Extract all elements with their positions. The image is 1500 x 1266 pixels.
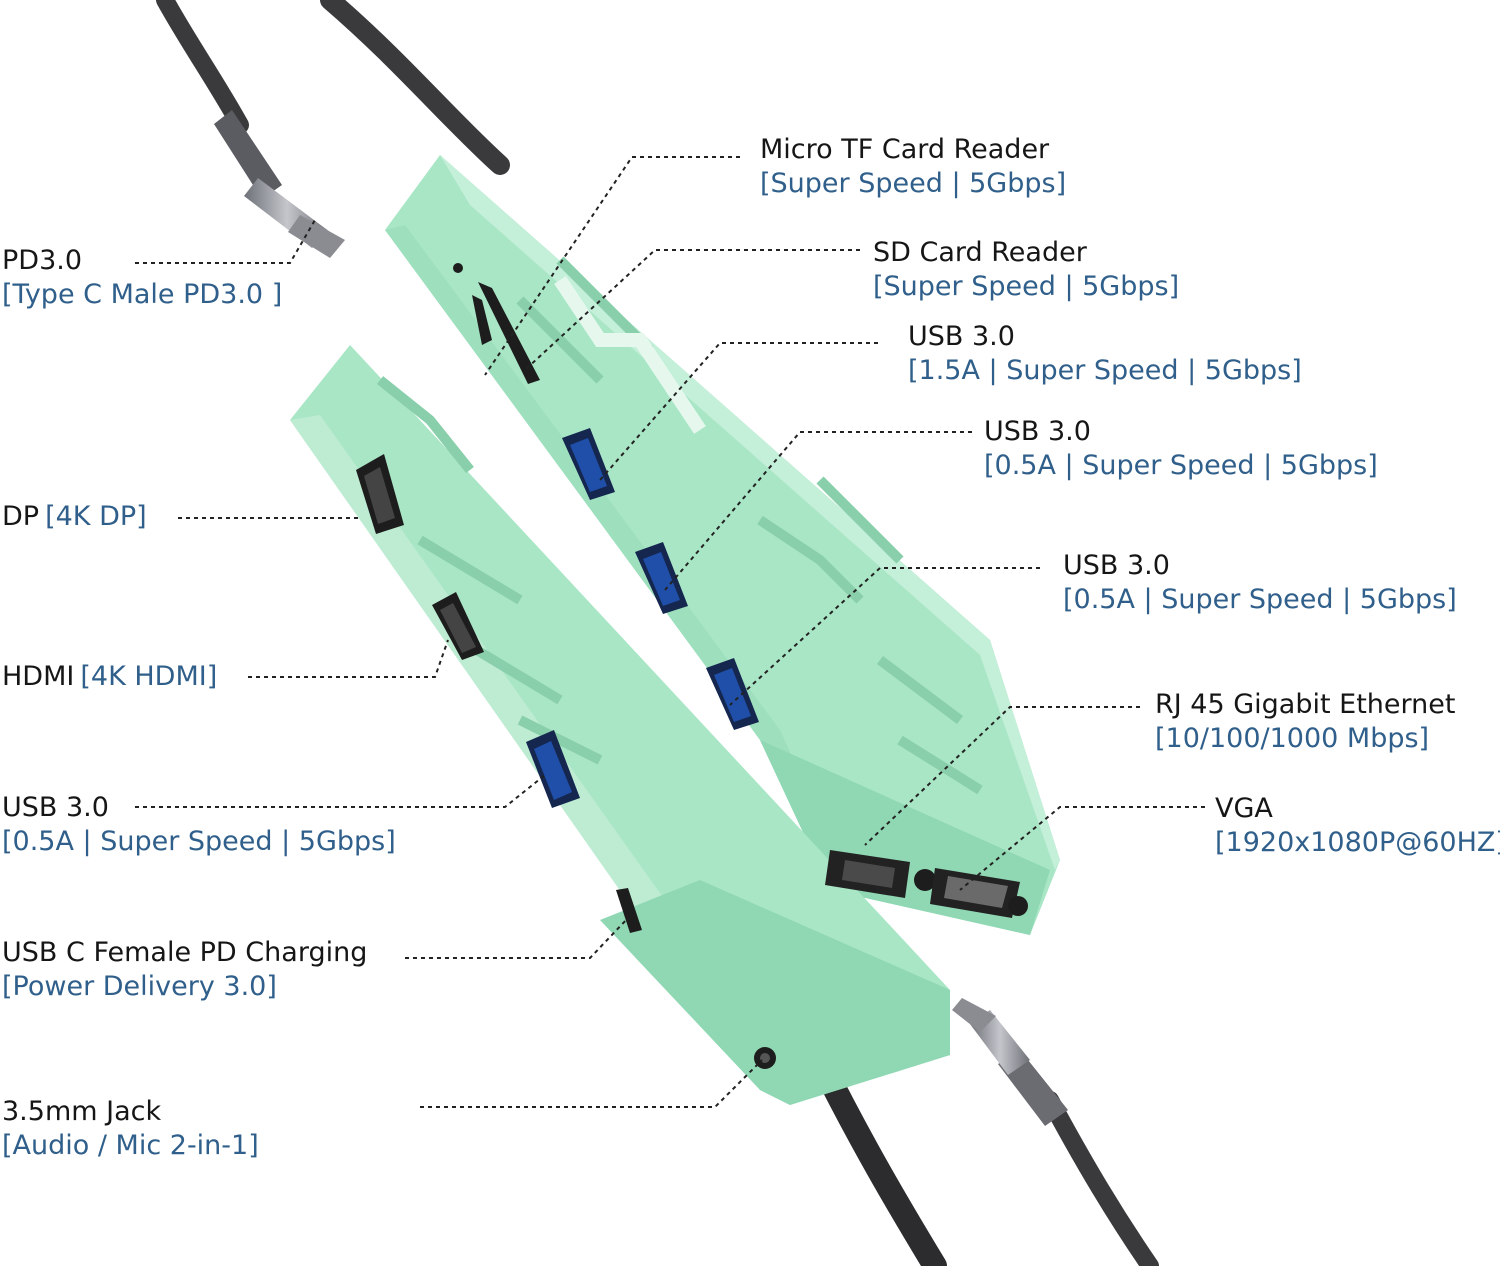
label-title: USB 3.0 (2, 792, 109, 823)
label-spec: [Type C Male PD3.0 ] (2, 279, 283, 310)
label-spec: [0.5A | Super Speed | 5Gbps] (2, 826, 396, 857)
label-usb-c-female: USB C Female PD Charging [Power Delivery… (2, 936, 367, 1004)
label-spec: [4K HDMI] (80, 661, 218, 692)
usb-a-port-upper-1 (562, 428, 615, 500)
usb-c-female-port (616, 888, 642, 933)
label-usb-3-0-left: USB 3.0 [0.5A | Super Speed | 5Gbps] (2, 791, 396, 859)
label-title: 3.5mm Jack (2, 1096, 162, 1127)
label-spec: [Audio / Mic 2-in-1] (2, 1130, 259, 1161)
label-spec: [0.5A | Super Speed | 5Gbps] (1063, 584, 1457, 615)
leader-lines (135, 156, 1205, 1108)
label-title: Micro TF Card Reader (760, 134, 1050, 165)
label-spec: [Power Delivery 3.0] (2, 971, 277, 1002)
label-title: HDMI (2, 661, 75, 692)
label-title: USB 3.0 (908, 321, 1015, 352)
displayport-port (356, 454, 404, 534)
top-left-cable (156, 0, 345, 258)
label-title: RJ 45 Gigabit Ethernet (1155, 689, 1456, 720)
label-pd3: PD3.0 [Type C Male PD3.0 ] (2, 244, 282, 312)
bottom-right-cable (952, 998, 1159, 1266)
label-title: SD Card Reader (873, 237, 1087, 268)
label-spec: [1.5A | Super Speed | 5Gbps] (908, 355, 1302, 386)
led-indicator (453, 263, 463, 273)
usb-a-port-lower (526, 730, 580, 808)
screw-icon (1008, 896, 1028, 916)
usb-a-port-upper-3 (706, 658, 759, 730)
hdmi-port (432, 592, 484, 660)
label-usb-3-0-right-1: USB 3.0 [1.5A | Super Speed | 5Gbps] (908, 320, 1302, 388)
label-title: USB 3.0 (984, 416, 1091, 447)
label-spec: [Super Speed | 5Gbps] (873, 271, 1180, 302)
label-rj45-ethernet: RJ 45 Gigabit Ethernet [10/100/1000 Mbps… (1155, 688, 1455, 756)
label-title: VGA (1215, 793, 1273, 824)
label-hdmi: HDMI[4K HDMI] (2, 660, 217, 694)
label-title: USB C Female PD Charging (2, 937, 368, 968)
label-vga: VGA [1920x1080P@60HZ] (1215, 792, 1500, 860)
label-usb-3-0-right-3: USB 3.0 [0.5A | Super Speed | 5Gbps] (1063, 549, 1457, 617)
label-usb-3-0-right-2: USB 3.0 [0.5A | Super Speed | 5Gbps] (984, 415, 1378, 483)
label-3-5mm-jack: 3.5mm Jack [Audio / Mic 2-in-1] (2, 1095, 259, 1163)
sd-card-slot (478, 282, 540, 384)
label-spec: [0.5A | Super Speed | 5Gbps] (984, 450, 1378, 481)
label-title: PD3.0 (2, 245, 83, 276)
label-sd-card-reader: SD Card Reader [Super Speed | 5Gbps] (873, 236, 1179, 304)
label-title: DP (2, 501, 40, 532)
label-spec: [10/100/1000 Mbps] (1155, 723, 1430, 754)
label-micro-tf-card-reader: Micro TF Card Reader [Super Speed | 5Gbp… (760, 133, 1066, 201)
label-title: USB 3.0 (1063, 550, 1170, 581)
screw-icon (914, 869, 936, 891)
top-center-cable (320, 0, 510, 175)
rj45-port (825, 850, 910, 898)
label-spec: [4K DP] (45, 501, 147, 532)
label-spec: [Super Speed | 5Gbps] (760, 168, 1067, 199)
label-spec: [1920x1080P@60HZ] (1215, 827, 1500, 858)
micro-tf-slot (472, 295, 492, 345)
audio-jack-ring (760, 1053, 770, 1063)
vga-port (930, 868, 1020, 918)
label-dp: DP[4K DP] (2, 500, 147, 534)
bottom-center-cable (808, 1048, 947, 1266)
usb-a-port-upper-2 (635, 542, 688, 614)
